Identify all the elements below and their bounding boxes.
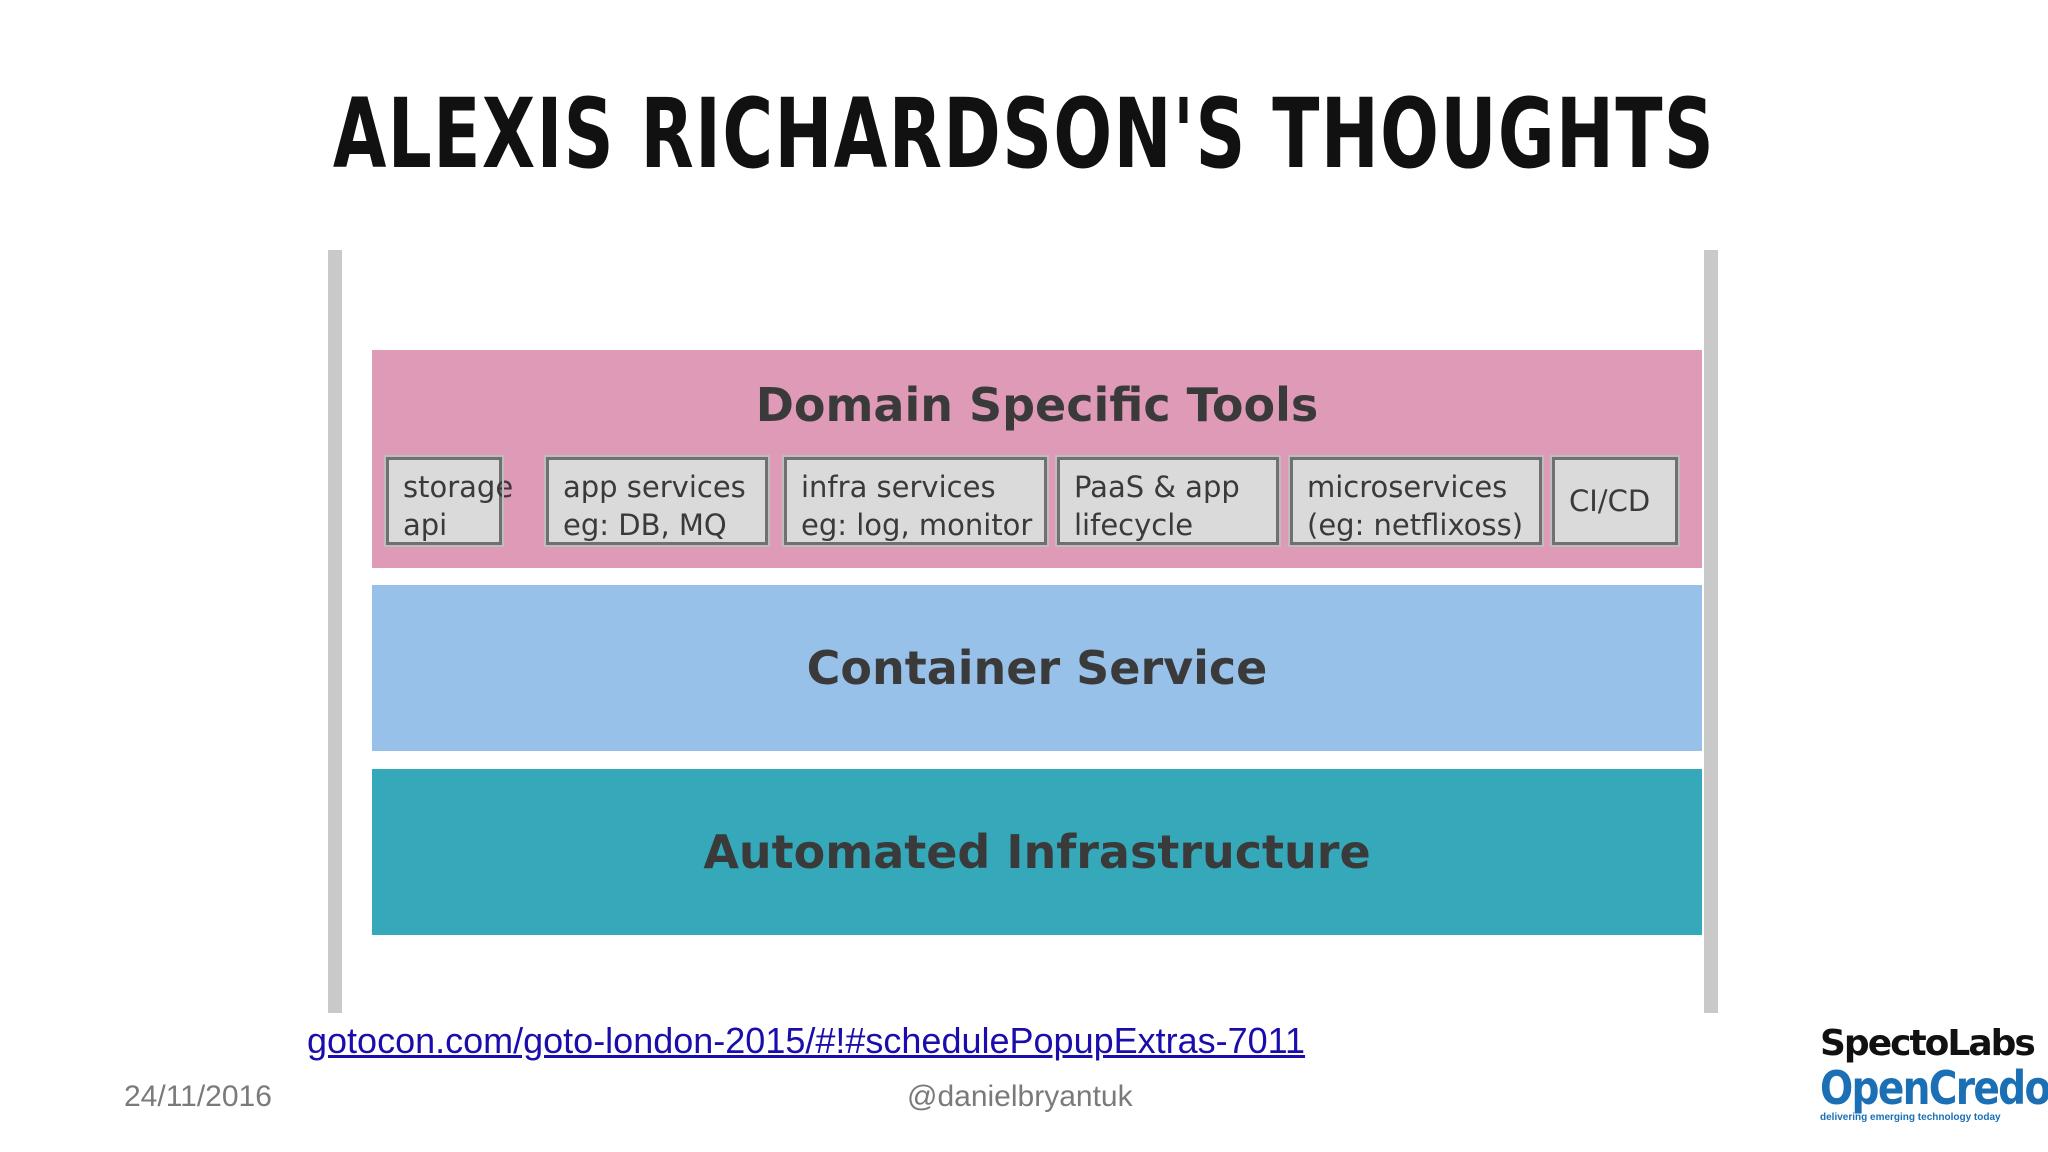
tool-label-line2: eg: DB, MQ: [563, 508, 727, 542]
architecture-diagram: Domain Specific Tools storage api app se…: [328, 250, 1718, 1013]
company-logo: SpectoLabs OpenCredo delivering emerging…: [1820, 1023, 2048, 1123]
tool-label-line1: infra services: [801, 470, 996, 504]
tool-infra-services: infra services eg: log, monitor: [782, 455, 1049, 547]
tools-row: storage api app services eg: DB, MQ infr…: [384, 455, 1696, 549]
tool-app-services: app services eg: DB, MQ: [544, 455, 770, 547]
opencredo-logo-text: OpenCredo: [1820, 1061, 2048, 1115]
spectolabs-logo-text: SpectoLabs: [1820, 1023, 2036, 1064]
slide-date: 24/11/2016: [124, 1080, 272, 1113]
tool-paas-lifecycle: PaaS & app lifecycle: [1055, 455, 1281, 547]
container-layer-title: Container Service: [806, 641, 1268, 695]
container-service-layer: Container Service: [372, 585, 1702, 751]
domain-specific-tools-layer: Domain Specific Tools storage api app se…: [372, 350, 1702, 568]
infra-layer-title: Automated Infrastructure: [703, 825, 1371, 879]
tool-label-line1: PaaS & app: [1074, 470, 1240, 504]
twitter-handle: @danielbryantuk: [907, 1080, 1133, 1113]
tool-microservices: microservices (eg: netflixoss): [1288, 455, 1544, 547]
tool-label-line1: storage: [403, 470, 514, 504]
tool-label-line2: lifecycle: [1074, 508, 1194, 542]
tool-storage-api: storage api: [384, 455, 514, 547]
tool-ci-cd: CI/CD: [1550, 455, 1680, 547]
automated-infrastructure-layer: Automated Infrastructure: [372, 769, 1702, 935]
tool-label-line1: microservices: [1307, 470, 1508, 504]
tool-label-line2: api: [403, 508, 448, 542]
tool-label-line1: app services: [563, 470, 746, 504]
tool-label-line2: (eg: netflixoss): [1307, 508, 1524, 542]
slide-title: ALEXIS RICHARDSON'S THOUGHTS: [332, 78, 1716, 190]
domain-layer-title: Domain Specific Tools: [755, 378, 1319, 432]
tool-label-line2: eg: log, monitor: [801, 508, 1033, 542]
logo-tagline: delivering emerging technology today: [1820, 1112, 2001, 1123]
source-link[interactable]: gotocon.com/goto-london-2015/#!#schedule…: [307, 1020, 1306, 1061]
tool-label-line1: CI/CD: [1569, 484, 1651, 518]
